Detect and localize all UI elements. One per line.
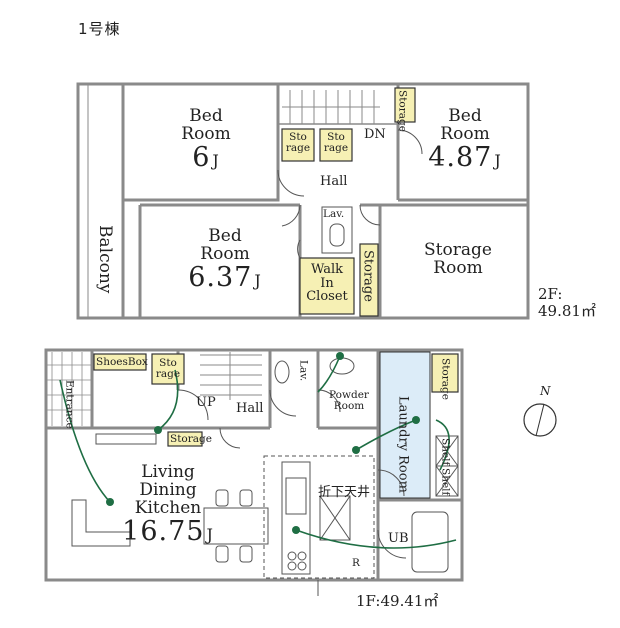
dining-set bbox=[203, 489, 269, 563]
storage-a-line1: Sto bbox=[289, 131, 307, 143]
laundry-room-label: Laundry Room bbox=[395, 396, 411, 493]
tv-unit bbox=[95, 433, 157, 445]
dn-label: DN bbox=[364, 127, 386, 142]
compass: N bbox=[518, 384, 562, 444]
sofa bbox=[71, 499, 131, 547]
storage-1f-box-label: Storage bbox=[170, 433, 212, 445]
walk-in-closet-label: Walk In Closet bbox=[302, 263, 352, 304]
bathtub bbox=[411, 511, 449, 573]
up-label: UP bbox=[196, 395, 216, 410]
storage-b-label: Sto rage bbox=[322, 132, 350, 153]
ceiling-label: 折下天井 bbox=[318, 485, 371, 500]
lav-fixtures-2f bbox=[321, 206, 353, 254]
storage-room-name1: Storage bbox=[424, 240, 492, 260]
storage-a-label: Sto rage bbox=[284, 132, 312, 153]
ldk-name2: Dining bbox=[139, 479, 197, 500]
storage-1f-line1: Sto bbox=[159, 357, 177, 369]
bed-room-3-name2: Room bbox=[200, 243, 250, 264]
ceiling-area bbox=[263, 455, 375, 579]
bed-room-2-name1: Bed bbox=[448, 106, 482, 126]
lav-1f-label: Lav. bbox=[297, 360, 310, 382]
storage-c-label: Storage bbox=[396, 90, 409, 132]
shoesbox-label: ShoesBox bbox=[96, 356, 148, 368]
floor1-area: 1F:49.41㎡ bbox=[356, 590, 438, 611]
floor1-area-label: 1F: bbox=[356, 592, 381, 610]
lav-2f-label: Lav. bbox=[323, 208, 345, 220]
wiring-lines bbox=[59, 355, 457, 549]
wiring-dots bbox=[106, 352, 420, 534]
powder-room-name2: Room bbox=[333, 399, 365, 412]
floor2-area: 2F: 49.81㎡ bbox=[538, 286, 596, 319]
stairs-2f bbox=[282, 90, 380, 124]
balcony-label: Balcony bbox=[94, 225, 115, 294]
doors-2f bbox=[277, 129, 423, 259]
entrance-label: Entrance bbox=[63, 380, 76, 429]
bed-room-2-name2: Room bbox=[440, 123, 490, 144]
bed-room-1-name1: Bed bbox=[189, 106, 223, 126]
bed-room-3-name1: Bed bbox=[208, 226, 242, 246]
storage-boxes-1f bbox=[93, 353, 459, 447]
hall-2f-label: Hall bbox=[320, 174, 348, 189]
storage-b-line2: rage bbox=[323, 141, 349, 154]
storage-c-line1: Sto bbox=[396, 90, 409, 108]
doors-1f bbox=[177, 389, 407, 559]
floor2-area-label: 2F: bbox=[538, 285, 563, 303]
kitchen-counter bbox=[281, 461, 351, 575]
storage-b-line1: Sto bbox=[327, 131, 345, 143]
lav-fixtures-1f bbox=[274, 357, 355, 384]
storage-room-name2: Room bbox=[433, 257, 483, 278]
walk-in-closet-name3: Closet bbox=[306, 289, 348, 305]
storage-1f-line2: rage bbox=[155, 367, 181, 380]
shelf-2-label: Shelf bbox=[439, 468, 452, 496]
floor1-area-value: 49.41㎡ bbox=[380, 592, 439, 610]
compass-icon bbox=[523, 403, 557, 437]
powder-room-name1: Powder bbox=[329, 389, 369, 401]
storage-boxes-2f bbox=[281, 87, 416, 317]
storage-room-label: Storage Room bbox=[418, 240, 498, 278]
ldk-name1: Living bbox=[141, 462, 195, 482]
storage-vert-2f-label: Storage bbox=[360, 250, 376, 302]
storage-a-line2: rage bbox=[285, 141, 311, 154]
walk-in-closet-name1: Walk bbox=[310, 262, 344, 277]
ldk-name3: Kitchen bbox=[134, 497, 202, 518]
ub-label: UB bbox=[388, 531, 409, 546]
bed-room-1-name2: Room bbox=[181, 123, 231, 144]
powder-room-label: Powder Room bbox=[324, 390, 374, 411]
storage-1f-label: Sto rage bbox=[154, 358, 182, 379]
floor2-area-value: 49.81㎡ bbox=[538, 301, 596, 320]
stairs-1f bbox=[200, 352, 262, 400]
r-label: R bbox=[352, 557, 360, 569]
compass-label: N bbox=[540, 384, 551, 398]
storage-1f-small-label: Storage bbox=[439, 358, 452, 400]
hall-1f-label: Hall bbox=[236, 401, 264, 416]
storage-c-line2: rage bbox=[396, 107, 409, 132]
building-title: 1号棟 bbox=[78, 20, 121, 38]
shelf-1-label: Shelf bbox=[439, 438, 452, 466]
second-floor-walls bbox=[76, 82, 530, 320]
walk-in-closet-name2: In bbox=[320, 275, 334, 291]
